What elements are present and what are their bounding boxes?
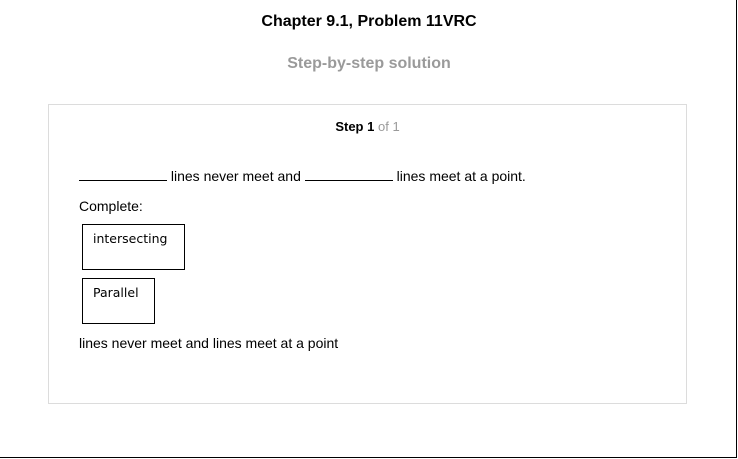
step-card: Step 1 of 1 lines never meet and lines m… — [48, 104, 687, 404]
complete-label: Complete: — [79, 198, 143, 214]
blank-line-2 — [304, 168, 393, 181]
question-text: lines never meet and lines meet at a poi… — [79, 167, 526, 185]
answer-text: lines never meet and lines meet at a poi… — [79, 335, 339, 351]
question-part-1: lines never meet and — [170, 168, 301, 184]
question-part-2: lines meet at a point. — [396, 168, 526, 184]
blank-line-1 — [79, 168, 167, 181]
page-title: Chapter 9.1, Problem 11VRC — [261, 13, 477, 30]
step-number: 1 — [367, 119, 375, 134]
step-total: of 1 — [377, 119, 400, 134]
page-subtitle: Step-by-step solution — [287, 55, 451, 72]
word-box-parallel: Parallel — [82, 278, 155, 324]
step-header: Step 1 of 1 — [49, 119, 686, 135]
word-box-intersecting: intersecting — [82, 224, 185, 270]
step-label: Step — [335, 119, 364, 134]
